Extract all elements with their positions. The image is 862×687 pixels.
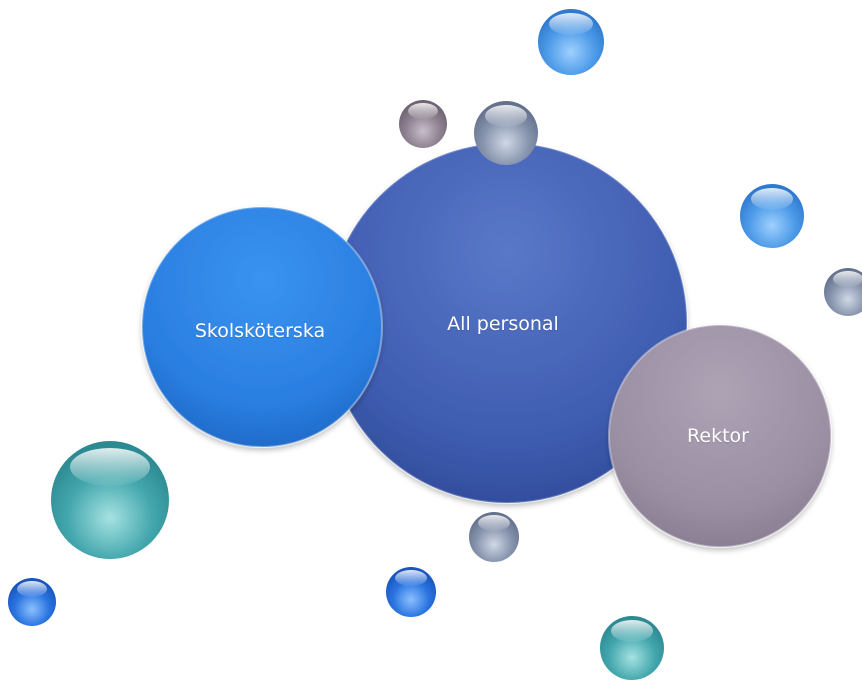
bubble-blue-top [538,9,604,75]
bubble-royal-bottom [386,567,436,617]
bubble-blue-right [740,184,804,248]
bubble-slate-right [824,268,862,316]
node-label-skolskoterska: Skolsköterska [194,320,326,342]
bubble-royal-left [8,578,56,626]
node-skolskoterska [141,206,383,448]
bubble-mauve-top [399,100,447,148]
bubble-slate-bottom [469,512,519,562]
bubble-teal-left [51,441,169,559]
node-label-rektor: Rektor [687,425,749,447]
bubble-teal-bottom [600,616,664,680]
node-label-all-personal: All personal [447,313,559,335]
bubble-slate-top [474,101,538,165]
node-rektor [608,324,832,548]
